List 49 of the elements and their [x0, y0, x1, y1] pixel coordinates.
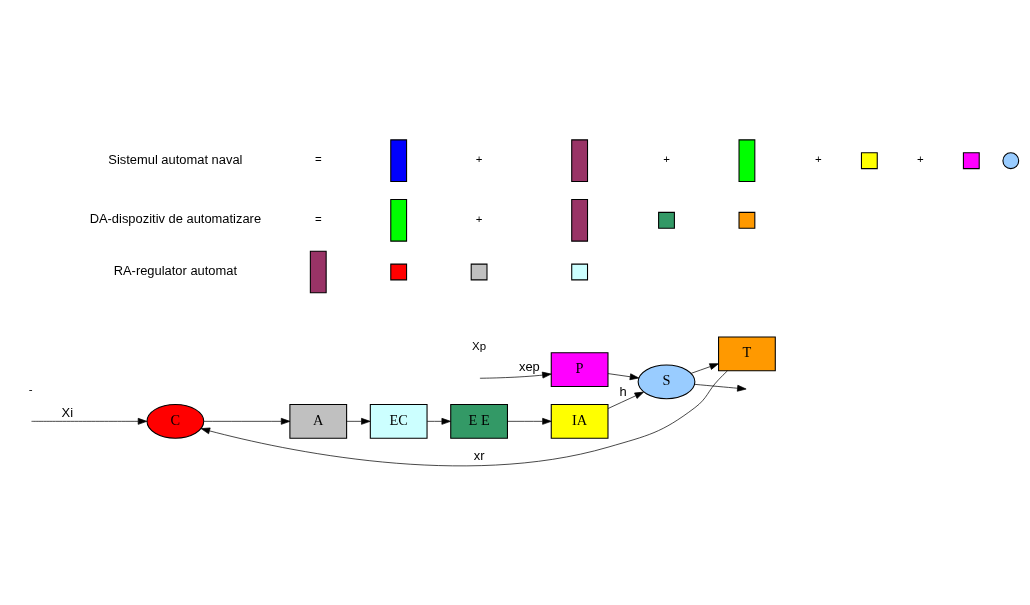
arrow — [31, 417, 148, 425]
node-box: IA — [550, 403, 609, 439]
node-box: EC — [369, 403, 428, 439]
arrow — [694, 383, 747, 392]
node-box: A — [289, 403, 348, 439]
node-box — [738, 211, 756, 229]
node-box — [962, 151, 980, 169]
node-bar — [571, 138, 589, 182]
label: + — [916, 152, 924, 165]
node-bar — [738, 138, 756, 182]
edge-label: Xi — [61, 404, 74, 420]
arrow — [479, 371, 552, 379]
edge-label: h — [619, 383, 627, 399]
arrow — [203, 417, 291, 425]
arrow — [200, 369, 728, 466]
node-box: E E — [450, 403, 508, 439]
label: + — [475, 152, 483, 165]
node-box — [571, 263, 589, 280]
label: + — [475, 212, 483, 225]
node-box — [390, 263, 408, 280]
label: + — [663, 152, 670, 165]
node-bar — [390, 138, 408, 182]
label: Xp — [472, 339, 487, 352]
arrow — [346, 417, 371, 425]
node-circle — [1002, 151, 1020, 169]
edge-label: xr — [473, 447, 485, 463]
node-box: P — [550, 351, 609, 387]
node-ellipse: S — [637, 363, 696, 399]
node-box — [860, 151, 878, 169]
arrow — [607, 391, 644, 409]
node-box: T — [718, 335, 776, 371]
node-bar — [309, 250, 327, 293]
arrow — [607, 372, 640, 380]
node-bar — [390, 198, 408, 242]
node-box — [658, 211, 675, 229]
node-box — [470, 263, 488, 280]
node-ellipse: C — [146, 403, 205, 439]
arrow — [507, 417, 552, 425]
arrow — [426, 417, 451, 425]
label: - — [28, 382, 33, 395]
label: RA-regulator automat — [113, 262, 238, 278]
label: = — [314, 212, 322, 225]
label: DA-dispozitiv de automatizare — [89, 210, 262, 226]
label: + — [815, 152, 822, 165]
label: = — [314, 152, 322, 165]
arrow — [690, 362, 719, 374]
label: Sistemul automat naval — [108, 151, 243, 167]
node-bar — [571, 198, 589, 242]
edge-label: xep — [518, 358, 540, 374]
